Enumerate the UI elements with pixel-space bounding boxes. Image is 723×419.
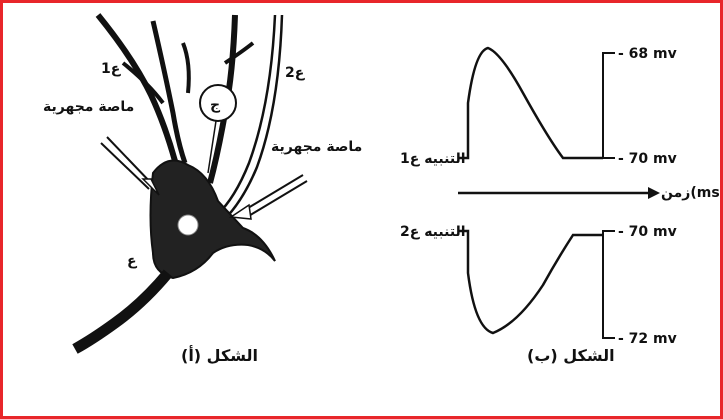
dendrite-middle [150,20,188,164]
mv-label-lower-rest: - 70 mv [618,224,677,240]
dendrite-branch [121,61,165,105]
figure-canvas: ع1 ع2 ماصة مجهرية ماصة مجهرية ع ج الشكل … [43,13,720,365]
mv-label-top: - 68 mv [618,46,677,62]
caption-a: الشكل (أ) [181,345,258,365]
stimulus-1-label: التنبيه ع1 [400,151,466,167]
microelectrode-left-line [100,142,150,190]
scale-bracket-top [602,52,615,159]
microelectrode-right-line [242,174,304,212]
dendrite-small [181,42,191,94]
microelectrode-right-tip [228,203,252,220]
axon-label-1: ع1 [101,61,122,77]
microelectrode-left-tip [141,178,160,196]
dendrite-right-branch [223,41,255,65]
main-axon [72,269,173,354]
axon-2-outline-b [222,14,284,222]
nucleus [177,214,199,236]
mv-label-upper-rest: - 70 mv [618,151,677,167]
stimulus-2-label: التنبيه ع2 [400,224,466,240]
dendrite-left [95,13,178,162]
axon-2-outline-a [216,14,277,216]
scale-bracket-bottom [602,230,615,339]
neuron-label: ع [127,253,138,269]
potential-graphs [458,46,660,339]
cell-body [149,159,276,280]
synapse-pointer [207,120,217,174]
circle-label: ج [210,97,221,113]
time-axis-arrowhead [648,187,660,199]
synapse-circle [199,84,237,122]
microelectrode-label-left: ماصة مجهرية [43,99,134,115]
microelectrode-right-line-2 [246,180,308,218]
neuron-diagram [72,13,308,354]
microelectrode-label-right: ماصة مجهرية [271,139,362,155]
caption-b: الشكل (ب) [527,346,615,365]
axon-label-2: ع2 [285,65,306,81]
time-axis-label: زمن(ms) [661,185,720,201]
mv-label-bottom: - 72 mv [618,331,677,347]
trace-depolarization [458,46,603,160]
trace-hyperpolarization [458,229,603,335]
microelectrode-left-line-2 [106,136,154,186]
